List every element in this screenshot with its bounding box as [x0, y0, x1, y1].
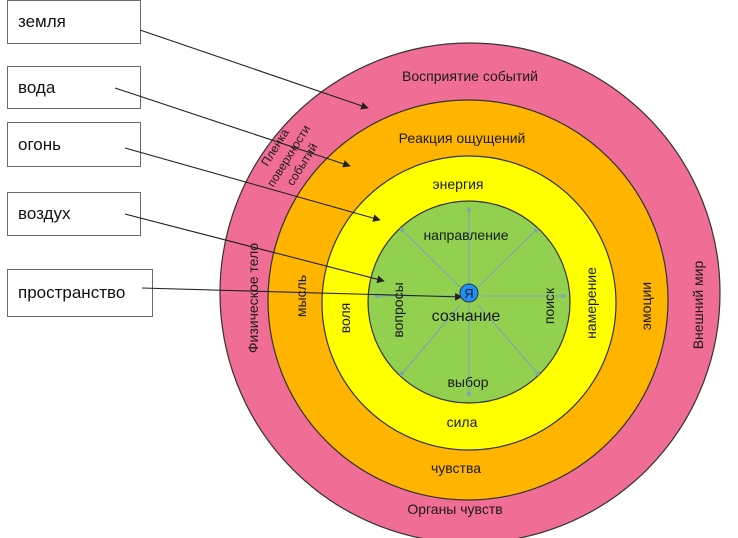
- yellow-left-label: воля: [337, 303, 353, 334]
- green-bottom-label: выбор: [447, 374, 488, 390]
- element-label-fire: огонь: [18, 134, 61, 154]
- element-box-air: воздух: [7, 192, 141, 236]
- element-box-earth: земля: [7, 0, 141, 44]
- pointer-earth: [139, 29, 369, 110]
- orange-left-label: мысль: [293, 275, 309, 317]
- element-label-water: вода: [18, 77, 56, 97]
- yellow-bottom-label: сила: [447, 414, 478, 430]
- element-box-water: вода: [7, 66, 141, 109]
- pointer-fire: [124, 147, 381, 222]
- center-dot-label: Я: [464, 286, 473, 301]
- spoke-down-right: [477, 304, 541, 377]
- center-dot: [459, 283, 479, 303]
- green-left-label: вопросы: [390, 282, 406, 337]
- element-box-fire: огонь: [7, 122, 141, 167]
- spoke-up-left: [399, 227, 461, 288]
- pointer-air: [124, 213, 385, 283]
- pointer-water: [114, 87, 351, 168]
- pointer-arrows: [114, 29, 463, 301]
- yellow-right-label: намерение: [583, 267, 599, 339]
- orange-right-label: эмоции: [638, 282, 654, 330]
- orange-bottom-label: чувства: [431, 460, 481, 476]
- outer-left-label: Физическое тело: [245, 243, 261, 353]
- outer-right-label: Внешний мир: [690, 261, 706, 350]
- yellow-top-label: энергия: [433, 176, 484, 192]
- spoke-up-right: [477, 227, 539, 288]
- green-right-label: поиск: [541, 287, 557, 324]
- pointer-space: [141, 287, 463, 301]
- spoke-down-left: [399, 304, 461, 377]
- green-top-label: направление: [423, 227, 508, 243]
- center-consciousness-label: сознание: [432, 308, 501, 325]
- outer-bottom-label: Органы чувств: [407, 501, 502, 517]
- outer-top-label: Восприятие событий: [402, 68, 538, 84]
- element-box-space: пространство: [7, 269, 153, 317]
- element-label-earth: земля: [18, 12, 66, 31]
- center-spokes: [373, 206, 567, 398]
- orange-top-label: Реакция ощущений: [399, 130, 526, 146]
- element-label-space: пространство: [18, 283, 126, 302]
- element-label-air: воздух: [18, 204, 71, 223]
